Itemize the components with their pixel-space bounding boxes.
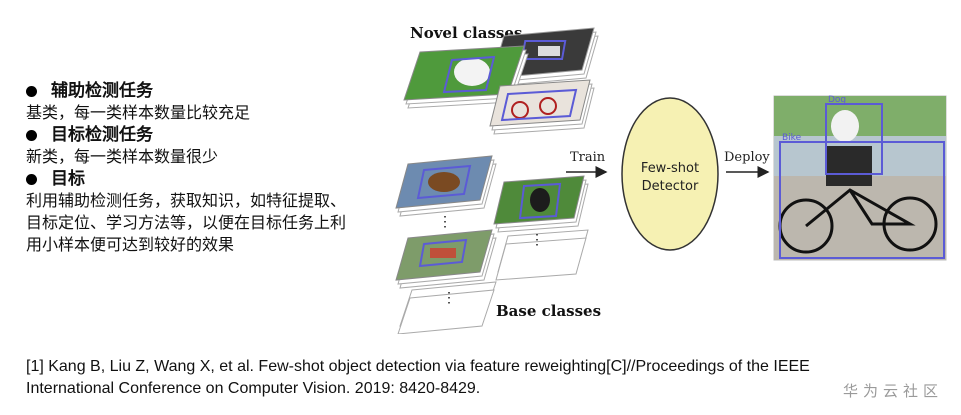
train-shape <box>430 248 456 258</box>
aux-task-title: 辅助检测任务 <box>51 81 153 101</box>
task-description-panel: 辅助检测任务 基类，每一类样本数量比较充足 目标检测任务 新类，每一类样本数量很… <box>26 80 366 256</box>
few-shot-pipeline-diagram: Novel classes ⋮ <box>395 24 947 334</box>
novel-image-stack-bike <box>489 79 595 135</box>
few-shot-detector-node <box>621 97 719 251</box>
base-image-stack-right: ⋮ <box>493 175 589 281</box>
bike-detection-box <box>779 141 945 259</box>
detection-box <box>416 164 472 200</box>
detection-result-image: Dog Bike <box>773 95 947 261</box>
detection-box <box>442 55 496 94</box>
more-images-ellipsis: ⋮ <box>438 214 452 230</box>
reference-line2: International Conference on Computer Vis… <box>26 380 481 397</box>
more-images-ellipsis: ⋮ <box>530 232 544 248</box>
aux-task-desc: 基类，每一类样本数量比较充足 <box>26 103 251 122</box>
target-task-desc: 新类，每一类样本数量很少 <box>26 147 219 166</box>
horse-shape <box>428 172 460 192</box>
bullet-icon <box>26 129 37 141</box>
bullet-icon <box>26 85 37 97</box>
goal-title: 目标 <box>51 169 85 189</box>
reference-citation: [1] Kang B, Liu Z, Wang X, et al. Few-sh… <box>26 356 810 400</box>
target-task-title: 目标检测任务 <box>51 125 153 145</box>
more-images-ellipsis: ⋮ <box>442 290 456 306</box>
detector-label-line1: Few-shot <box>641 161 699 176</box>
base-image-stack-left: ⋮ ⋮ <box>395 155 497 334</box>
dog-shape <box>831 110 859 142</box>
novel-classes-label: Novel classes <box>410 24 522 42</box>
deploy-label: Deploy <box>724 150 770 165</box>
car-shape <box>538 46 560 56</box>
bullet-icon <box>26 173 37 185</box>
dog-detection-tag: Dog <box>828 95 846 105</box>
train-label: Train <box>570 150 606 165</box>
basket-shape <box>826 146 872 186</box>
aux-task-heading: 辅助检测任务 <box>26 80 366 102</box>
detection-box <box>418 238 468 268</box>
bird-shape <box>530 188 550 212</box>
goal-desc: 利用辅助检测任务，获取知识，如特征提取、目标定位、学习方法等，以便在目标任务上利… <box>26 191 347 254</box>
dog-detection-box <box>825 103 883 175</box>
bike-detection-tag: Bike <box>782 133 802 143</box>
detection-box <box>500 88 578 122</box>
watermark: 华为云社区 <box>842 382 943 400</box>
goal-heading: 目标 <box>26 168 366 190</box>
dog-shape <box>454 58 490 86</box>
detection-box <box>518 182 562 220</box>
detector-label-line2: Detector <box>642 179 699 194</box>
reference-line1: [1] Kang B, Liu Z, Wang X, et al. Few-sh… <box>26 358 810 375</box>
base-classes-label: Base classes <box>496 302 601 320</box>
target-task-heading: 目标检测任务 <box>26 124 366 146</box>
